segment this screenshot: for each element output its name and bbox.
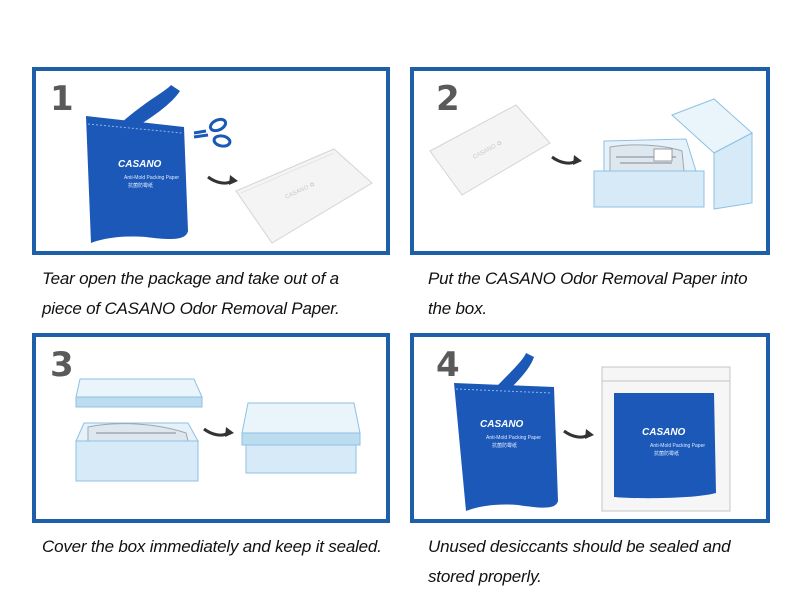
step-4-illustration: CASANO Anti-Mold Packing Paper 抗菌防霉纸 CAS…	[454, 353, 731, 512]
step-number: 3	[50, 345, 74, 385]
bag-product-label: Anti-Mold Packing Paper	[650, 443, 705, 449]
step-number: 4	[436, 345, 460, 385]
bag-strap	[121, 85, 180, 129]
bag-brand-label: CASANO	[642, 427, 686, 438]
shoe-box	[593, 98, 753, 210]
arrow-icon	[203, 427, 229, 437]
step-1-caption: Tear open the package and take out of a …	[42, 264, 392, 324]
bag-brand-label: CASANO	[480, 419, 524, 430]
sealed-plastic-bag: CASANO Anti-Mold Packing Paper 抗菌防霉纸	[601, 366, 731, 512]
step-1-panel: CASANO Anti-Mold Packing Paper 抗菌防霉纸 CAS…	[32, 67, 390, 255]
caption-line: piece of CASANO Odor Removal Paper.	[42, 299, 340, 318]
bag-product-label: Anti-Mold Packing Paper	[124, 175, 179, 181]
bag-strap	[496, 353, 534, 393]
step-2-illustration: CASANO ♻	[429, 98, 753, 210]
open-shoe-box	[75, 422, 199, 482]
caption-line: Put the CASANO Odor Removal Paper into	[428, 269, 748, 288]
bag-icon	[86, 116, 188, 243]
bag-product-cn-label: 抗菌防霉纸	[654, 450, 679, 457]
bag-product-label: Anti-Mold Packing Paper	[486, 435, 541, 441]
step-3-caption: Cover the box immediately and keep it se…	[42, 532, 392, 562]
step-2-panel: CASANO ♻ 2	[410, 67, 770, 255]
bag-icon	[614, 393, 716, 499]
odor-removal-paper: CASANO ♻	[429, 104, 551, 196]
arrow-icon	[207, 175, 233, 185]
caption-line: Unused desiccants should be sealed and	[428, 537, 731, 556]
odor-removal-paper: CASANO ♻	[235, 148, 373, 244]
bag-product-cn-label: 抗菌防霉纸	[128, 182, 153, 189]
step-4-caption: Unused desiccants should be sealed and s…	[428, 532, 778, 592]
caption-line: the box.	[428, 299, 487, 318]
step-number: 2	[436, 79, 460, 119]
bag-brand-label: CASANO	[118, 159, 162, 170]
closed-shoe-box	[241, 402, 361, 474]
arrow-icon	[551, 155, 577, 165]
step-2-caption: Put the CASANO Odor Removal Paper into t…	[428, 264, 778, 324]
step-number: 1	[50, 79, 74, 119]
step-1-illustration: CASANO Anti-Mold Packing Paper 抗菌防霉纸 CAS…	[86, 85, 373, 244]
bag-icon	[454, 383, 558, 511]
caption-line: Cover the box immediately and keep it se…	[42, 537, 382, 556]
scissors-icon	[193, 117, 232, 148]
arrow-icon	[563, 429, 589, 439]
box-lid	[75, 378, 203, 408]
caption-line: Tear open the package and take out of a	[42, 269, 339, 288]
step-3-panel: 3	[32, 333, 390, 523]
step-4-panel: CASANO Anti-Mold Packing Paper 抗菌防霉纸 CAS…	[410, 333, 770, 523]
caption-line: stored properly.	[428, 567, 542, 586]
step-3-illustration	[75, 378, 361, 482]
bag-product-cn-label: 抗菌防霉纸	[492, 442, 517, 449]
